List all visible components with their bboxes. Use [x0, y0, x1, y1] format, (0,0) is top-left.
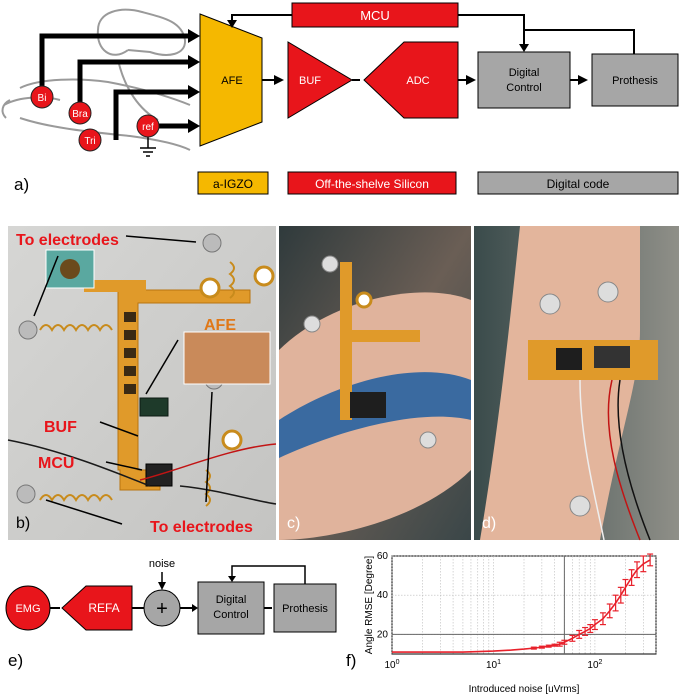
electrode-wires	[39, 33, 190, 140]
electrode-bra-label: Bra	[72, 109, 88, 120]
buf-photo-label: BUF	[44, 419, 77, 436]
buf-label: BUF	[299, 75, 321, 87]
to-electrodes-top-label: To electrodes	[16, 232, 119, 249]
mcu-feedback-lines	[231, 14, 635, 54]
emg-label: EMG	[15, 603, 40, 615]
noise-rmse-chart: 100 101 102 20 40 60 Introduced noise [uVrms]…	[346, 551, 657, 695]
legend-silicon-swatch	[287, 171, 457, 195]
chart-x-label: Introduced noise [uVrms]	[469, 684, 580, 695]
panel-f-label: f)	[346, 651, 356, 670]
electrode-bi	[30, 85, 54, 109]
e-prothesis-label: Prothesis	[282, 603, 328, 615]
x-tick-label: 101	[486, 659, 501, 671]
chart-series	[392, 553, 654, 653]
electrode-bi-label: Bi	[38, 93, 47, 104]
electrode-ref-label: ref	[142, 122, 154, 133]
electrode-tri-label: Tri	[84, 136, 95, 147]
mcu-label: MCU	[360, 8, 390, 23]
afe-photo-label: AFE	[204, 317, 236, 334]
legend-digital-label: Digital code	[547, 177, 610, 191]
chart-grid	[391, 555, 657, 654]
e-digital-control-block	[197, 581, 265, 635]
digital-control-block	[477, 51, 571, 109]
ground-symbol	[140, 136, 156, 157]
panel-e: EMG REFA + noise Digital Control Prothes…	[5, 558, 337, 670]
panel-e-label: e)	[8, 651, 23, 670]
panel-d-label: d)	[482, 515, 496, 532]
panel-c-label: c)	[287, 515, 300, 532]
x-tick-label: 102	[587, 659, 602, 671]
y-tick-label: 60	[377, 551, 389, 562]
electrode-ref	[136, 114, 160, 138]
legend-igzo-swatch	[197, 171, 269, 195]
e-prothesis-block	[273, 583, 337, 633]
x-tick-label: 100	[384, 659, 399, 671]
legend-silicon-label: Off-the-shelve Silicon	[315, 177, 429, 191]
wire-arrowheads	[188, 29, 200, 133]
electrode-tri	[78, 128, 102, 152]
digital-control-line1: Digital	[509, 67, 540, 79]
y-tick-label: 40	[377, 590, 389, 601]
rmse-line	[392, 559, 651, 653]
legend-digital-swatch	[477, 171, 679, 195]
chart-y-label: Angle RMSE [Degree]	[364, 556, 375, 655]
afe-block	[199, 13, 263, 147]
noise-label: noise	[149, 558, 175, 570]
arm-sketch	[1, 8, 191, 151]
photo-flexible-circuit	[7, 226, 277, 540]
panel-b-label: b)	[16, 515, 30, 532]
electrode-bra	[68, 101, 92, 125]
photo-arm-bent	[474, 226, 679, 541]
refa-label: REFA	[88, 601, 119, 615]
photo-arm-side	[279, 226, 471, 540]
y-tick-label: 20	[377, 629, 389, 640]
prothesis-block	[591, 53, 679, 107]
mcu-photo-label: MCU	[38, 455, 74, 472]
to-electrodes-bottom-label: To electrodes	[150, 519, 253, 536]
legend-igzo-label: a-IGZO	[213, 177, 253, 191]
e-digital-control-line2: Control	[213, 609, 248, 621]
adder-plus: +	[156, 598, 168, 620]
afe-label: AFE	[221, 75, 242, 87]
adc-label: ADC	[406, 75, 429, 87]
panel-a-label: a)	[14, 175, 29, 194]
panel-a: Bi Bra Tri ref AFE BUF ADC Digital Contr…	[1, 2, 679, 195]
prothesis-label: Prothesis	[612, 75, 658, 87]
digital-control-line2: Control	[506, 82, 541, 94]
e-digital-control-line1: Digital	[216, 594, 247, 606]
buf-block	[287, 41, 353, 119]
